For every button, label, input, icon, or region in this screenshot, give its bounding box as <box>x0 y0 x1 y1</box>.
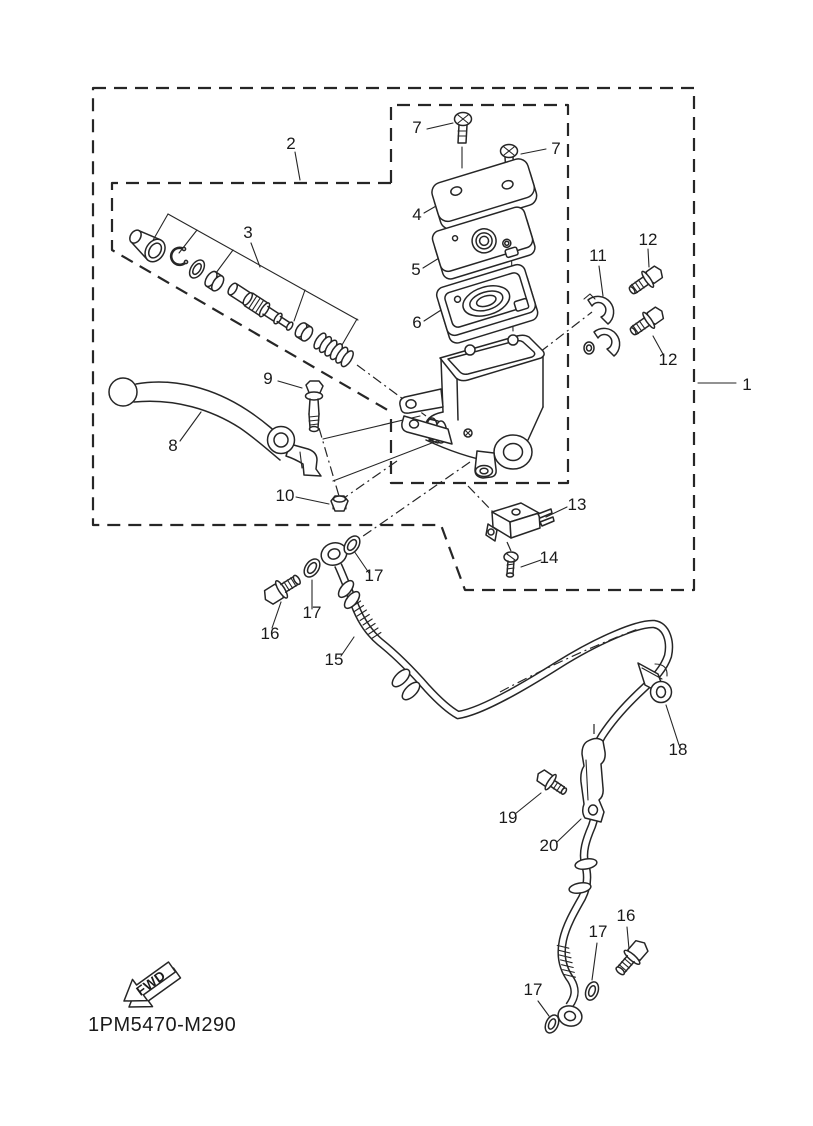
circlip <box>169 246 189 267</box>
part-18-hose-clamp <box>637 662 673 704</box>
callout-19: 19 <box>499 808 518 827</box>
part-13-brake-switch <box>485 502 555 542</box>
callout-7b: 7 <box>551 139 560 158</box>
part-19-bracket-bolt <box>536 769 568 795</box>
assembly-boundary-box-1 <box>91 86 696 592</box>
part-5-diaphragm-plate <box>431 206 536 280</box>
callout-20: 20 <box>540 836 559 855</box>
callout-16a: 16 <box>261 624 280 643</box>
washer-ring <box>188 259 206 279</box>
callout-15: 15 <box>325 650 344 669</box>
callout-8: 8 <box>168 436 177 455</box>
part-3-cylinder-kit <box>129 229 354 368</box>
callout-13: 13 <box>568 495 587 514</box>
callout-11: 11 <box>589 246 607 265</box>
part-15-brake-hose-lower <box>556 786 600 1027</box>
part-14-switch-screw <box>503 551 519 578</box>
callout-16b: 16 <box>617 906 636 925</box>
part-16-union-bolt-upper <box>263 574 301 605</box>
callout-6: 6 <box>412 313 421 332</box>
piston <box>227 282 294 331</box>
callout-4: 4 <box>412 205 421 224</box>
part-17-washers <box>303 535 600 1034</box>
piston-boot <box>129 229 166 263</box>
callout-7a: 7 <box>412 118 421 137</box>
callout-9: 9 <box>263 369 272 388</box>
part-7-cap-screw-left <box>453 111 473 144</box>
callout-1: 1 <box>742 375 751 394</box>
part-15-brake-hose <box>320 541 674 764</box>
callout-10: 10 <box>276 486 295 505</box>
lever-kit-group-box-2 <box>110 181 392 413</box>
callout-17d: 17 <box>524 980 543 999</box>
hose-spring-guard-lower <box>556 944 576 978</box>
callout-17c: 17 <box>589 922 608 941</box>
callout-17a: 17 <box>365 566 384 585</box>
part-12-clamp-bolt-lower <box>629 306 665 336</box>
callout-18: 18 <box>669 740 688 759</box>
callout-12a: 12 <box>639 230 658 249</box>
reservoir-group-box <box>389 103 570 485</box>
diagram-code: 1PM5470-M290 <box>88 1014 236 1036</box>
cup-seal-primary <box>204 270 225 292</box>
hose-spring-guard <box>350 600 382 640</box>
callout-5: 5 <box>411 260 420 279</box>
part-6-diaphragm <box>435 263 539 344</box>
part-10-pivot-nut <box>330 495 349 512</box>
callout-17b: 17 <box>303 603 322 622</box>
part-4-reservoir-cap <box>431 158 538 230</box>
return-spring <box>313 332 354 368</box>
cup-seal-secondary <box>294 322 314 342</box>
callout-2: 2 <box>286 134 295 153</box>
part-12-clamp-bolt-upper <box>628 265 664 295</box>
part-20-hose-bracket <box>580 737 606 823</box>
part-11-clamp-holder <box>583 293 621 357</box>
master-cylinder-body <box>399 334 545 479</box>
fwd-arrow: FWD <box>123 961 182 1008</box>
callout-14: 14 <box>540 548 559 567</box>
callout-3: 3 <box>243 223 252 242</box>
callout-12b: 12 <box>659 350 678 369</box>
callouts: 1 2 3 4 5 6 7 7 8 9 10 11 12 12 13 14 15… <box>168 118 751 999</box>
part-9-pivot-bolt <box>304 380 324 433</box>
part-16-union-bolt-lower <box>615 939 649 976</box>
part-8-brake-lever <box>108 377 322 477</box>
